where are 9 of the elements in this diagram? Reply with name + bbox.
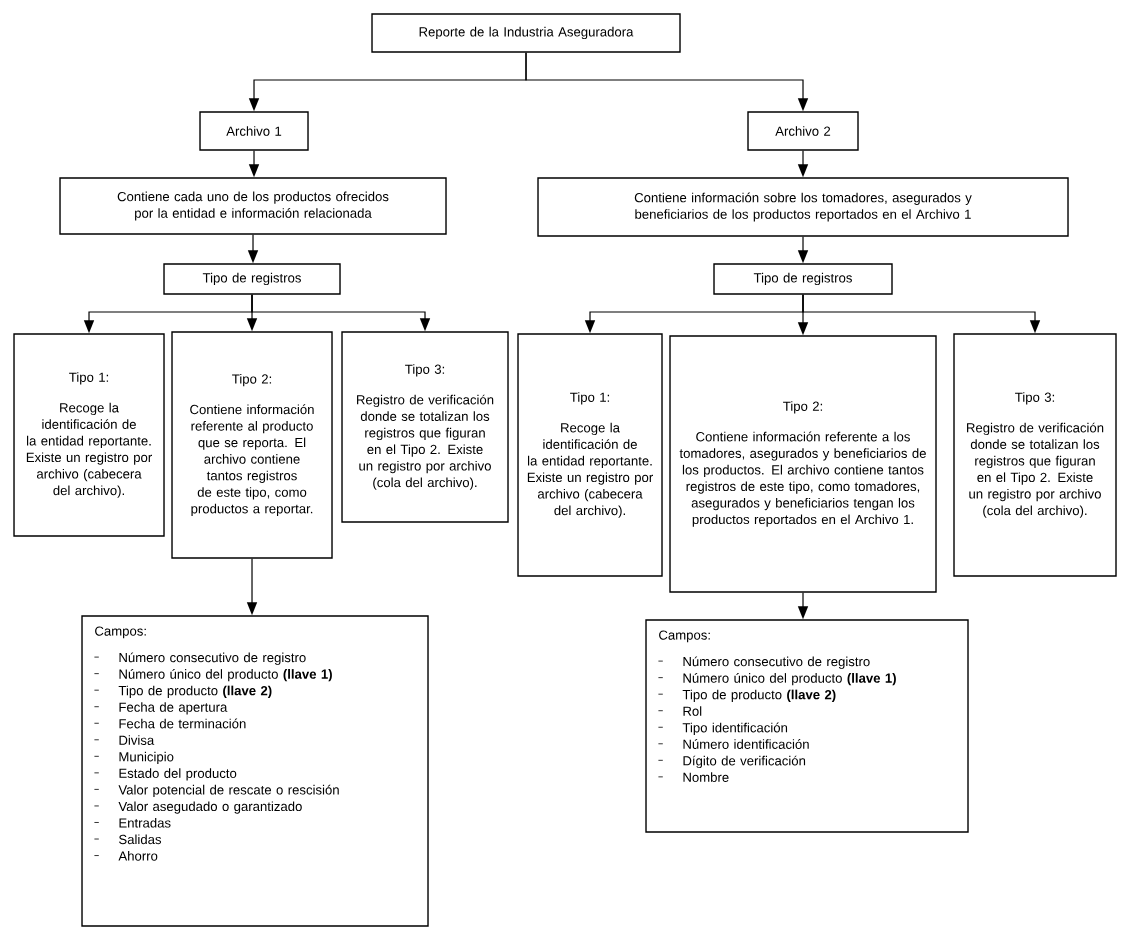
arrow — [797, 592, 809, 620]
arrow — [797, 150, 809, 178]
arrow — [797, 236, 809, 264]
arrow — [246, 558, 258, 616]
arrow — [248, 150, 260, 178]
arrow — [251, 294, 431, 332]
arrow — [802, 294, 1041, 334]
arrow — [525, 52, 809, 112]
arrow — [247, 234, 259, 264]
